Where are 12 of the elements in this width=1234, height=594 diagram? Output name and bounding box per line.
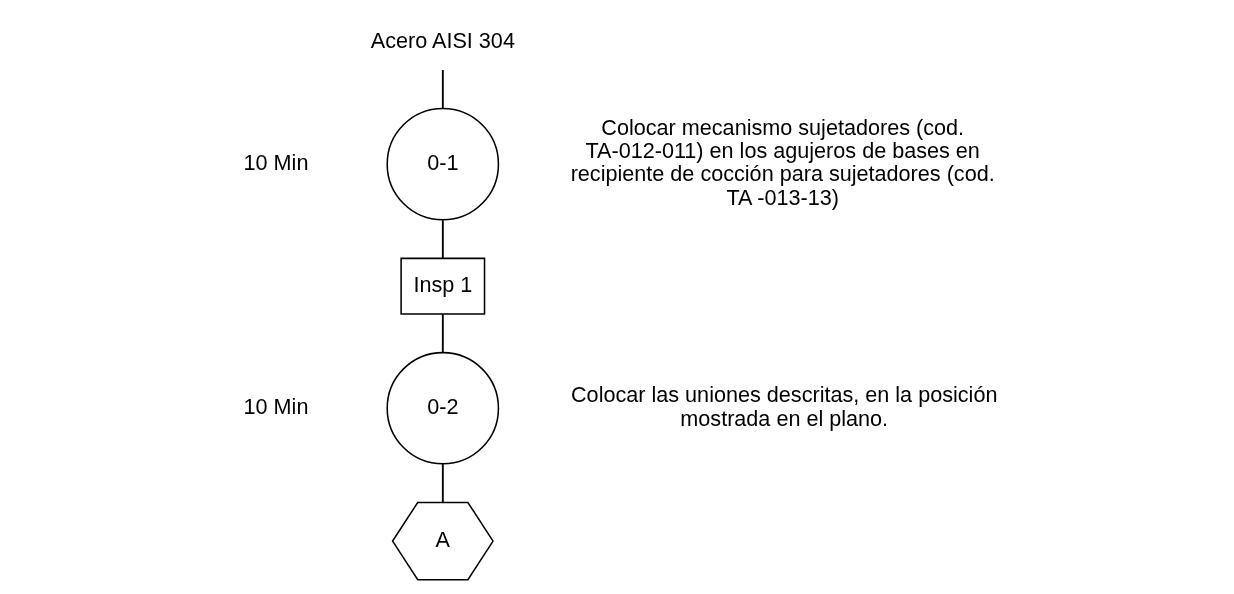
node-label: 10 Min bbox=[243, 393, 309, 419]
node-text: Acero AISI 304 bbox=[370, 27, 515, 53]
connector bbox=[441, 313, 444, 354]
connector bbox=[441, 463, 444, 503]
node-box: Insp 1 bbox=[400, 257, 486, 315]
node-circle: 0-1 bbox=[386, 107, 500, 221]
connector bbox=[441, 219, 444, 260]
node-circle: 0-2 bbox=[386, 351, 500, 465]
node-label: Colocar las uniones descritas, en la posición mostrada en el plano. bbox=[571, 382, 998, 431]
node-label: Colocar mecanismo sujetadores (cod. TA-012-011) en los agujeros de bases en recipiente de cocción para sujetadores (cod. TA -013-13) bbox=[570, 115, 995, 210]
connector bbox=[441, 69, 444, 110]
node-label: 10 Min bbox=[243, 149, 309, 175]
